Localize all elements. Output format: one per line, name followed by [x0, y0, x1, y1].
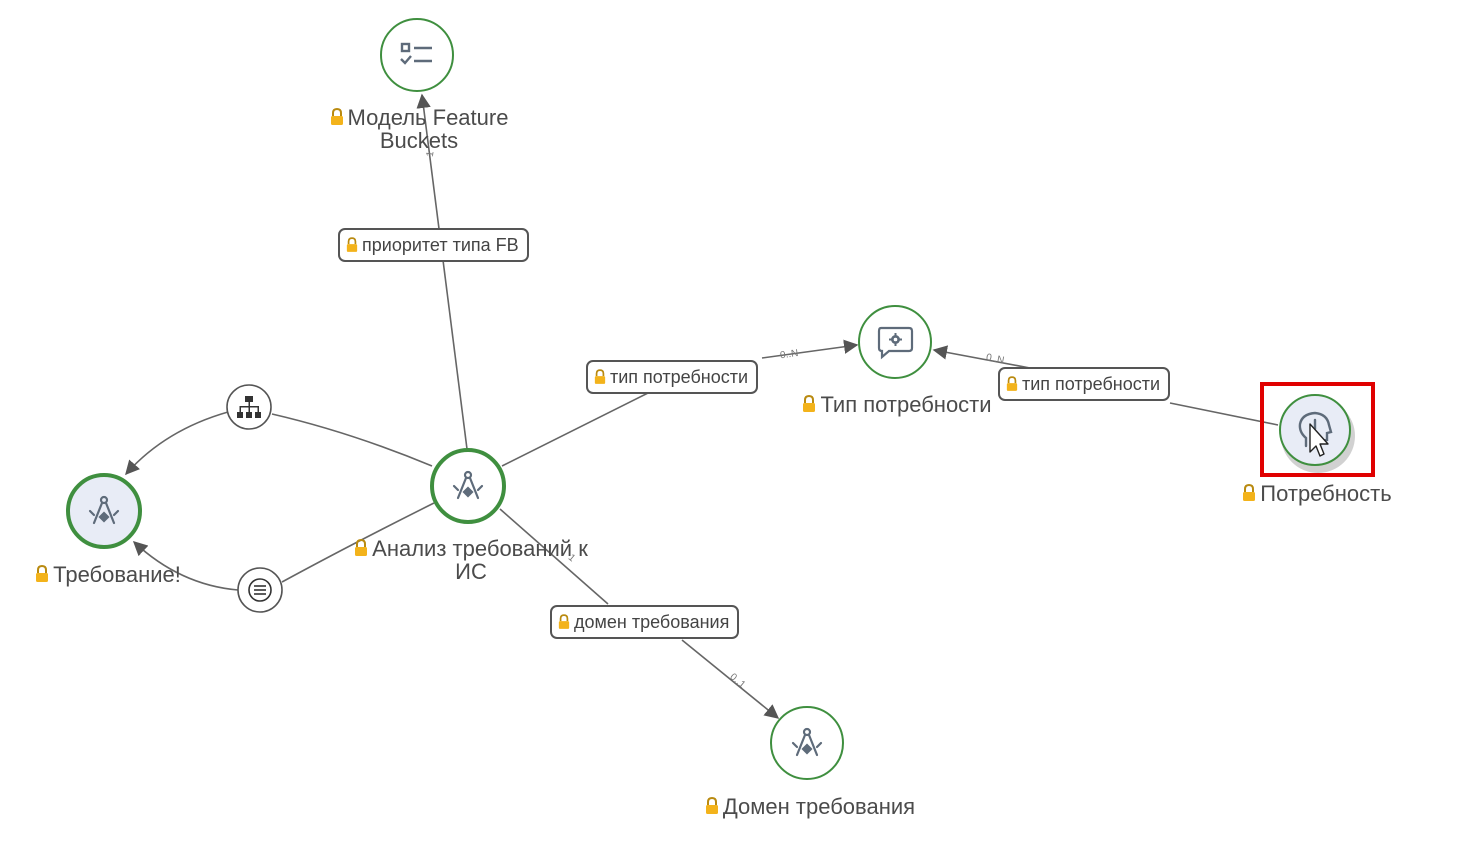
node-label-text: Требование!	[53, 562, 181, 587]
node-label-analysis[interactable]: Анализ требований к ИС	[336, 537, 606, 583]
node-label-requirement[interactable]: Требование!	[18, 563, 198, 586]
lock-icon	[330, 108, 343, 125]
edge-label-text: тип потребности	[610, 367, 749, 387]
node-label-need-type[interactable]: Тип потребности	[782, 393, 1012, 416]
hierarchy-icon	[237, 396, 261, 418]
edge-priority-fb[interactable]	[416, 93, 468, 450]
node-label-text: Анализ требований к	[372, 536, 588, 561]
edge-need-type-right-2[interactable]	[932, 345, 1031, 369]
edge-label-text: приоритет типа FB	[362, 235, 519, 255]
node-model-fb[interactable]	[380, 18, 454, 92]
list-icon	[248, 578, 272, 602]
edge-need-type-left[interactable]	[501, 392, 649, 467]
compass-icon	[452, 470, 484, 500]
node-label-text: Модель Feature	[347, 105, 509, 130]
compass-icon	[791, 727, 823, 757]
checklist-icon	[400, 42, 432, 65]
edges-layer	[125, 93, 1279, 719]
selection-highlight	[1260, 382, 1375, 477]
node-hierarchy[interactable]	[226, 384, 272, 430]
edge-list-out[interactable]	[132, 541, 239, 591]
node-req-domain[interactable]	[770, 706, 844, 780]
compass-icon	[88, 495, 120, 525]
cardinality-domain-end: 0..1	[727, 672, 747, 691]
lock-icon	[346, 237, 358, 252]
edge-hierarchy-out[interactable]	[125, 411, 229, 476]
node-list[interactable]	[237, 567, 283, 613]
lock-icon	[594, 369, 606, 384]
edge-list-in[interactable]	[281, 502, 435, 583]
chat-gear-icon	[877, 326, 914, 360]
node-label-text: Потребность	[1260, 481, 1392, 506]
lock-icon	[803, 395, 816, 412]
edge-need-type-left-2[interactable]	[761, 339, 859, 359]
edge-label-need-type-left[interactable]: тип потребности	[586, 360, 759, 394]
lock-icon	[1243, 484, 1256, 501]
node-label-req-domain[interactable]: Домен требования	[682, 795, 938, 818]
edge-label-text: тип потребности	[1022, 374, 1161, 394]
node-label-need[interactable]: Потребность	[1222, 482, 1412, 505]
node-analysis[interactable]	[430, 448, 506, 524]
node-label-model-fb[interactable]: Модель Feature Buckets	[314, 106, 524, 152]
edge-label-req-domain[interactable]: домен требования	[550, 605, 740, 639]
node-requirement[interactable]	[66, 473, 142, 549]
node-label-text-line2: ИС	[455, 559, 487, 584]
edge-hierarchy-in[interactable]	[271, 413, 433, 467]
lock-icon	[705, 797, 718, 814]
cardinality-priority: 1	[425, 150, 437, 157]
cardinality-need-left: 0..N	[779, 348, 799, 361]
edge-label-text: домен требования	[574, 612, 730, 632]
node-label-text: Домен требования	[722, 794, 916, 819]
cardinality-domain-start: 1	[566, 552, 578, 564]
node-label-text: Тип потребности	[820, 392, 992, 417]
node-label-text-line2: Buckets	[379, 128, 459, 153]
lock-icon	[1006, 376, 1018, 391]
edge-req-domain[interactable]	[499, 508, 609, 605]
node-need[interactable]	[1279, 394, 1355, 473]
cardinality-need-right: 0..N	[985, 352, 1005, 366]
node-need-type[interactable]	[858, 305, 932, 379]
lock-icon	[558, 614, 570, 629]
edge-label-priority-fb[interactable]: приоритет типа FB	[338, 228, 529, 262]
mouse-cursor-icon	[1309, 423, 1329, 457]
lock-icon	[36, 565, 49, 582]
lock-icon	[355, 539, 368, 556]
edge-req-domain-2[interactable]	[681, 639, 780, 719]
edge-label-need-type-right[interactable]: тип потребности	[998, 367, 1171, 401]
